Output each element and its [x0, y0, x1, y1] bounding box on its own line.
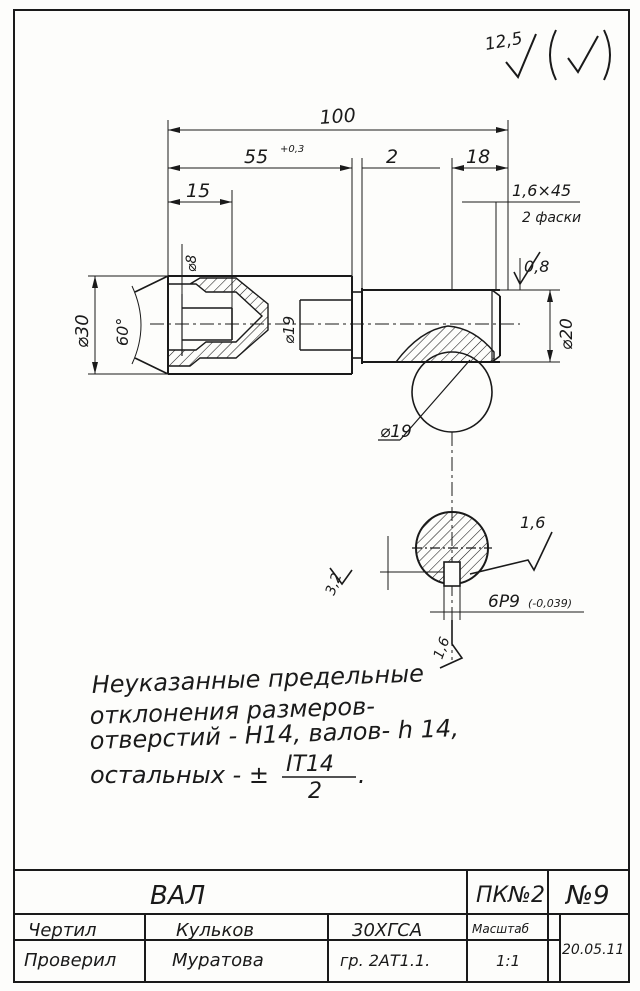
title-scale: 1:1	[496, 952, 520, 970]
dim-length-55: 55	[244, 146, 268, 168]
dim-groove: 2	[386, 146, 398, 168]
general-roughness-value: 12,5	[483, 29, 524, 55]
title-date: 20.05.11	[562, 942, 624, 958]
title-drawn-name: Кульков	[176, 920, 254, 941]
roughness-symbol-d20: 0,8	[513, 251, 549, 286]
title-number: №9	[564, 881, 610, 911]
title-drawn-label: Чертил	[28, 920, 97, 941]
dim-length-18: 18	[466, 146, 490, 168]
sheet-frame	[13, 9, 630, 983]
roughness-d20-value: 0,8	[524, 257, 549, 276]
dim-length-55-tolerance: +0,3	[280, 144, 304, 155]
keyway-local-section	[394, 325, 495, 363]
dim-outer-diameter: ⌀30	[72, 314, 93, 348]
title-group: гр. 2АТ1.1.	[340, 951, 430, 970]
title-block	[14, 869, 629, 982]
general-roughness-symbol: 12,5	[483, 29, 611, 81]
dim-hole-diameter: ⌀8	[184, 255, 200, 272]
title-code: ПК№2	[476, 883, 545, 908]
dim-chamfer: 1,6×45	[512, 181, 571, 200]
note-fraction-denominator: 2	[308, 779, 322, 804]
roughness-keyway-bottom-value: 3,2	[323, 571, 346, 597]
dim-cone-angle: 60°	[113, 318, 132, 346]
roughness-keyway-side-value: 1,6	[520, 513, 545, 532]
keyway-section-view: 6P9 (-0,039) 1,6 3,2 1,6	[323, 511, 584, 669]
note-line-4-suffix: .	[358, 761, 366, 789]
title-scale-label: Масштаб	[472, 922, 530, 936]
shaft-main-view	[134, 275, 520, 375]
note-line-4-prefix: остальных - ±	[90, 761, 269, 789]
roughness-keyway-wall-value: 1,6	[431, 635, 454, 661]
dim-shaft-diameter: ⌀20	[557, 318, 577, 350]
technical-notes: Неуказанные предельные отклонения размер…	[89, 659, 459, 804]
note-line-1: Неуказанные предельные	[91, 659, 424, 699]
dim-keyway-width: 6P9	[488, 592, 520, 612]
title-checked-name: Муратова	[172, 950, 264, 971]
title-checked-label: Проверил	[24, 950, 116, 971]
note-fraction-numerator: IT14	[286, 752, 334, 777]
title-part-name: ВАЛ	[150, 881, 205, 911]
dim-overall-length: 100	[319, 105, 357, 129]
dim-neck-diameter: ⌀19	[280, 316, 298, 344]
neck-detail-circle: ⌀19	[378, 351, 493, 442]
dim-keyway-tolerance: (-0,039)	[528, 597, 572, 610]
hole-section-hatching	[167, 277, 269, 367]
title-material: 30ХГСА	[352, 920, 422, 941]
dimension-arrows	[92, 127, 553, 374]
dim-length-15: 15	[186, 180, 210, 202]
dim-chamfer-note: 2 фаски	[522, 210, 581, 226]
dim-section-neck: ⌀19	[380, 422, 412, 442]
dimension-lines	[88, 120, 580, 375]
